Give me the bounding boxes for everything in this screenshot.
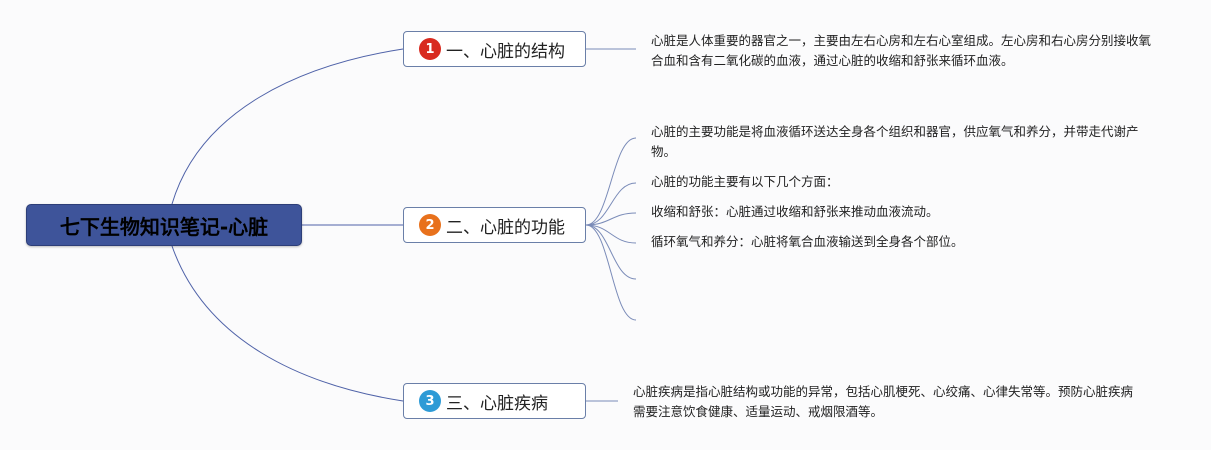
number-badge-icon: 2 xyxy=(419,214,441,236)
note-function-main[interactable]: 心脏的主要功能是将血液循环送达全身各个组织和器官，供应氧气和养分，并带走代谢产物… xyxy=(651,124,1139,159)
branch-label: 二、心脏的功能 xyxy=(446,217,565,238)
note-function-aspects[interactable]: 心脏的功能主要有以下几个方面： xyxy=(651,174,839,189)
note-function-circulation[interactable]: 循环氧气和养分：心脏将氧合血液输送到全身各个部位。 xyxy=(651,234,964,249)
branch-heart-disease[interactable]: 3 三、心脏疾病 xyxy=(403,383,586,419)
root-title: 七下生物知识笔记-心脏 xyxy=(59,214,269,239)
root-topic[interactable]: 七下生物知识笔记-心脏 xyxy=(26,204,302,246)
number-badge-icon: 3 xyxy=(419,390,441,412)
note-function-contraction[interactable]: 收缩和舒张：心脏通过收缩和舒张来推动血液流动。 xyxy=(651,204,939,219)
note-disease[interactable]: 心脏疾病是指心脏结构或功能的异常，包括心肌梗死、心绞痛、心律失常等。预防心脏疾病… xyxy=(633,384,1134,419)
branch-label: 三、心脏疾病 xyxy=(446,393,548,414)
branch-heart-structure[interactable]: 1 一、心脏的结构 xyxy=(403,31,586,67)
note-structure[interactable]: 心脏是人体重要的器官之一，主要由左右心房和左右心室组成。左心房和右心房分别接收氧… xyxy=(651,33,1152,68)
number-badge-icon: 1 xyxy=(419,38,441,60)
branch-heart-function[interactable]: 2 二、心脏的功能 xyxy=(403,207,586,243)
branch-label: 一、心脏的结构 xyxy=(446,41,565,62)
